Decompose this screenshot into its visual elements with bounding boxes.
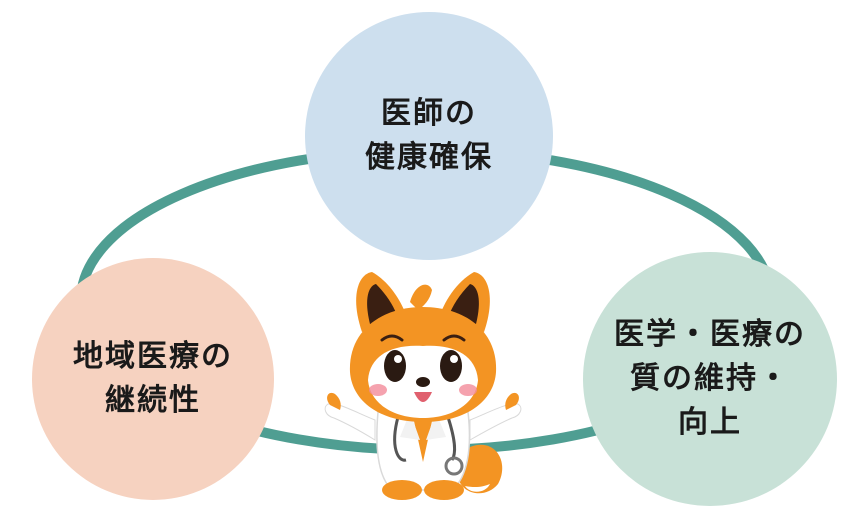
node-text-line: 医師の (381, 96, 477, 131)
node-text-line: 地域医療の (73, 339, 233, 374)
node-text-line: 継続性 (105, 383, 201, 418)
node-doctor-health: 医師の 健康確保 (305, 12, 553, 260)
node-text-line: 質の維持・ (630, 361, 790, 396)
fox-doctor-mascot-icon (324, 272, 522, 500)
node-text-line: 向上 (678, 405, 742, 440)
node-regional-continuity: 地域医療の 継続性 (32, 258, 274, 500)
node-text-line: 健康確保 (365, 140, 493, 175)
node-text-line: 医学・医療の (614, 317, 806, 352)
node-quality-improvement: 医学・医療の 質の維持・ 向上 (583, 252, 837, 506)
